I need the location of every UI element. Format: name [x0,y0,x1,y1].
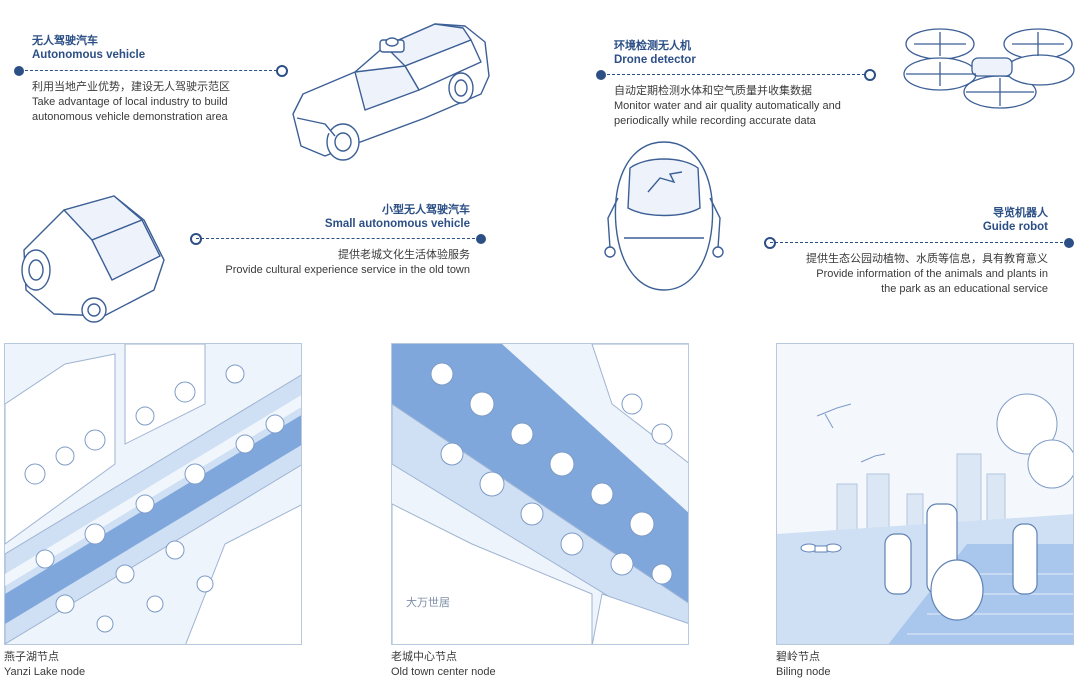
biling-caption-en: Biling node [776,666,831,678]
connector-ring [276,65,288,77]
connector-dot [14,66,24,76]
old-town-illustration: 大万世居 [392,344,688,644]
drone-title-cn: 环境检测无人机 [614,40,691,52]
connector-ring [864,69,876,81]
drone-title-en: Drone detector [614,54,696,66]
yanzi-lake-panel [4,343,302,645]
old-town-caption-cn: 老城中心节点 [391,651,457,663]
drone-connector [596,69,876,81]
small-vehicle-desc-cn: 提供老城文化生活体验服务 [338,249,470,261]
connector-dot [1064,238,1074,248]
connector-ring [764,237,776,249]
connector-ring [190,233,202,245]
drone-illustration [903,28,1075,109]
small-vehicle-illustration [21,195,165,323]
old-town-caption-en: Old town center node [391,666,496,678]
yanzi-lake-illustration [5,344,301,644]
autonomous-car-illustration [292,23,490,161]
guide-robot-title-cn: 导览机器人 [993,207,1048,219]
autonomous-vehicle-connector [14,65,288,77]
old-town-panel: 大万世居 [391,343,689,645]
connector-dot [596,70,606,80]
small-vehicle-desc-en-1: Provide cultural experience service in t… [225,264,470,276]
yanzi-lake-caption-en: Yanzi Lake node [4,666,86,678]
biling-panel [776,343,1074,645]
guide-robot-desc-en-2: the park as an educational service [881,283,1048,295]
autonomous-vehicle-title-cn: 无人驾驶汽车 [32,35,98,47]
guide-robot-desc-en-1: Provide information of the animals and p… [816,268,1048,280]
biling-illustration [777,344,1073,644]
small-vehicle-title-en: Small autonomous vehicle [324,218,470,230]
connector-dot [476,234,486,244]
autonomous-vehicle-desc-cn: 利用当地产业优势，建设无人驾驶示范区 [32,81,230,93]
autonomous-vehicle-title-en: Autonomous vehicle [32,49,146,61]
guide-robot-connector [764,237,1074,249]
drone-desc-en-1: Monitor water and air quality automatica… [614,100,841,112]
guide-robot-illustration [604,141,724,291]
guide-robot-desc-cn: 提供生态公园动植物、水质等信息，具有教育意义 [806,253,1048,265]
drone-desc-en-2: periodically while recording accurate da… [614,115,816,127]
biling-caption-cn: 碧岭节点 [776,651,820,663]
autonomous-vehicle-desc-en-1: Take advantage of local industry to buil… [32,96,228,108]
yanzi-lake-caption-cn: 燕子湖节点 [4,651,59,663]
guide-robot-title-en: Guide robot [982,221,1048,233]
drone-desc-cn: 自动定期检测水体和空气质量并收集数据 [614,85,812,97]
old-town-sign: 大万世居 [406,595,450,609]
small-vehicle-title-cn: 小型无人驾驶汽车 [382,204,470,216]
small-vehicle-connector [190,233,486,245]
autonomous-vehicle-desc-en-2: autonomous vehicle demonstration area [32,111,228,123]
